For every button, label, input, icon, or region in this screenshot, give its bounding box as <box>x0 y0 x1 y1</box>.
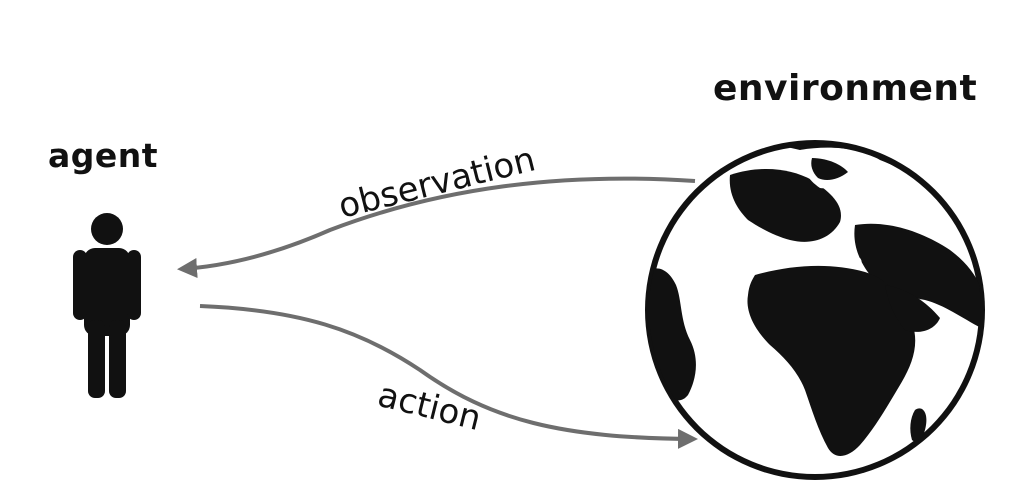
person-icon <box>73 213 141 398</box>
observation-label: observation <box>335 139 540 226</box>
agent-label: agent <box>48 136 159 175</box>
environment-label: environment <box>713 68 978 109</box>
action-arrow <box>199 304 698 449</box>
observation-arrow <box>177 176 696 278</box>
action-label: action <box>374 375 485 439</box>
globe-icon <box>645 140 985 480</box>
